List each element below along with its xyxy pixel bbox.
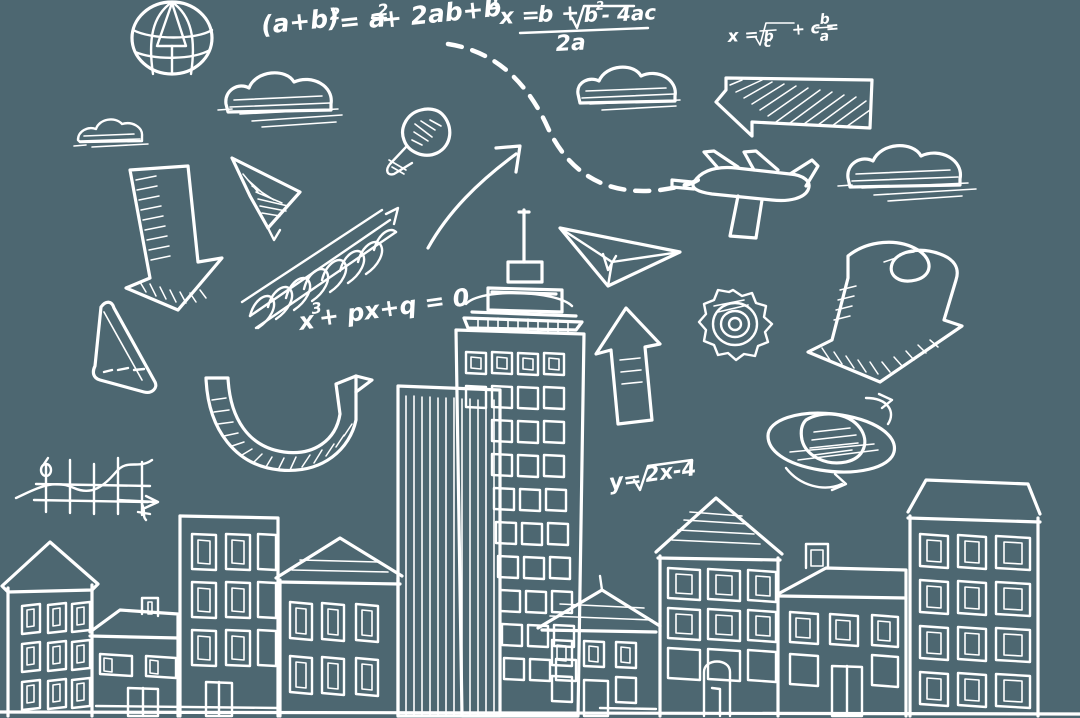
svg-text:2: 2	[328, 4, 341, 24]
svg-text:b: b	[819, 11, 830, 28]
dna-helix-icon	[240, 206, 400, 330]
building-small-house-left	[88, 596, 180, 718]
arrow-down-curved-icon	[124, 164, 224, 312]
svg-text:x: x	[296, 306, 318, 336]
globe-icon	[130, 0, 214, 76]
gear-icon	[697, 288, 774, 362]
cloud-icon-right	[837, 144, 977, 202]
paper-plane-icon-left	[230, 156, 302, 242]
svg-text:c: c	[763, 35, 772, 51]
building-apartment-right	[906, 478, 1042, 718]
bar-chart-icon	[14, 456, 160, 522]
building-house-far-left	[0, 540, 100, 718]
airplane-icon	[670, 149, 820, 240]
building-house-gabled-right	[654, 496, 784, 718]
svg-text:x =: x =	[726, 25, 759, 47]
svg-text:2: 2	[595, 0, 604, 13]
svg-text:2x-4: 2x-4	[643, 456, 697, 487]
cone-icon	[91, 300, 158, 394]
svg-text:y=: y=	[607, 467, 643, 496]
ground-line	[0, 704, 1080, 716]
svg-text:b +: b +	[537, 1, 580, 28]
paper-plane-icon-right	[558, 226, 682, 288]
arrow-left-hatched-icon	[714, 76, 874, 138]
svg-text:+ px+q = 0: + px+q = 0	[317, 283, 471, 332]
arrow-curve-u-icon	[204, 374, 374, 472]
building-striped-tower	[396, 384, 502, 718]
svg-text:2: 2	[486, 0, 499, 14]
svg-text:+ 2ab+b: + 2ab+b	[380, 0, 503, 34]
svg-text:2: 2	[376, 0, 389, 20]
cloud-icon-center	[576, 65, 681, 111]
lightbulb-icon	[386, 107, 452, 176]
svg-text:b: b	[583, 2, 599, 27]
building-house-gabled-left	[274, 536, 404, 718]
formula-binomial-square: (a+b) 2 = a 2 + 2ab+b 2	[260, 0, 503, 40]
svg-text:x =: x =	[498, 3, 541, 30]
cloud-icon-large-left	[217, 71, 343, 128]
formula-radical: x = b c + c = b a	[726, 11, 840, 51]
building-house-chimney	[776, 542, 908, 718]
svg-text:b: b	[763, 28, 774, 45]
formula-root-function: y= 2x-4	[607, 456, 697, 496]
building-pavilion	[536, 574, 662, 718]
svg-text:a: a	[819, 28, 830, 45]
formula-quadratic: x = b + b 2 - 4ac 2a	[498, 0, 657, 57]
arrow-up-block-icon	[594, 306, 662, 426]
planet-saturn-icon	[766, 392, 897, 492]
cloud-icon-small-left	[73, 118, 149, 148]
dashed-flight-path-icon	[445, 41, 705, 194]
svg-text:= a: = a	[338, 3, 387, 37]
svg-text:2a: 2a	[555, 30, 586, 57]
svg-text:3: 3	[310, 299, 323, 318]
svg-text:- 4ac: - 4ac	[601, 0, 657, 27]
arrow-ribbon-down-icon	[806, 240, 964, 384]
arrow-up-curved-icon	[426, 144, 522, 250]
building-townhouse-left	[178, 514, 280, 718]
